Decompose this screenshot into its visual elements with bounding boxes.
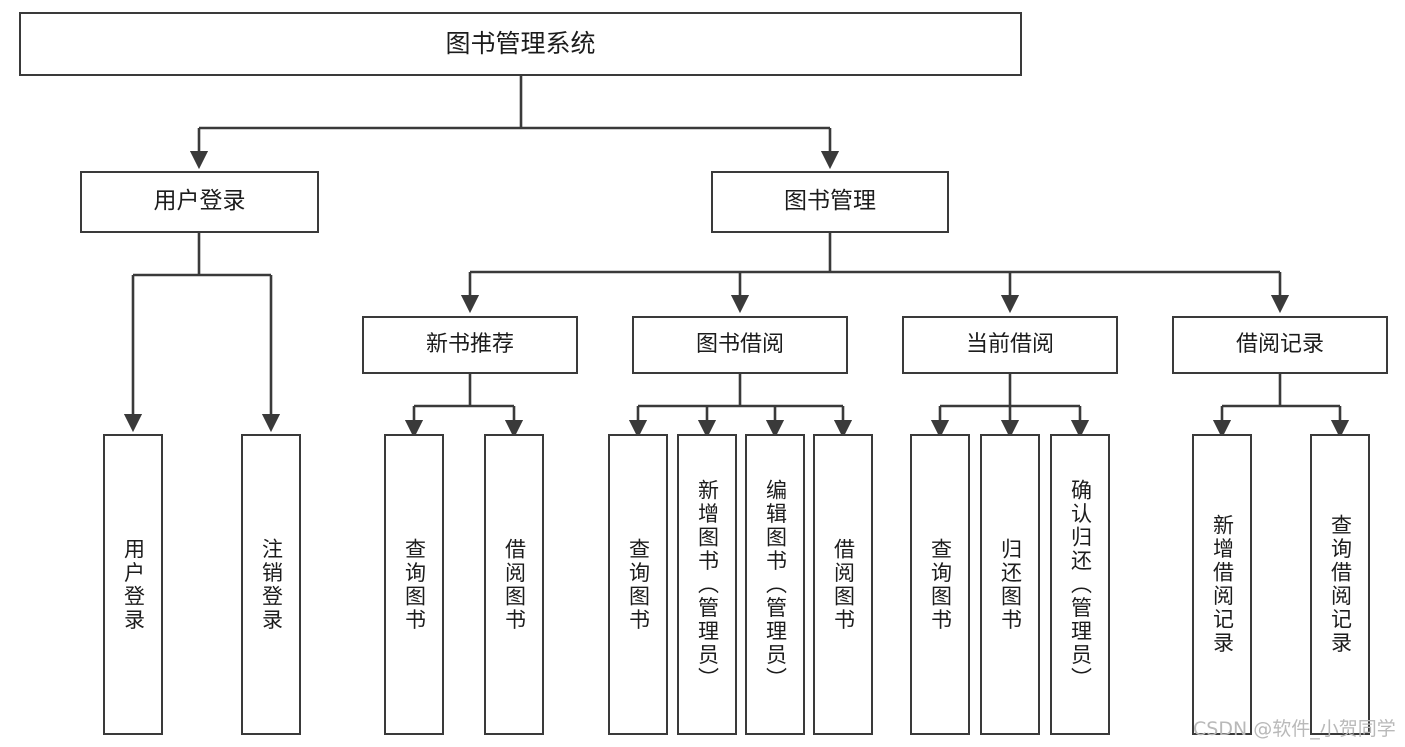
node-user-login[interactable]: 用户登录 [80,171,319,233]
node-current-borrow[interactable]: 当前借阅 [902,316,1118,374]
watermark-text: CSDN @软件_小贺同学 [1193,718,1396,740]
node-leaf-user-login[interactable]: 用户登录 [103,434,163,735]
node-book-borrow-label: 图书借阅 [695,332,784,358]
node-borrow-record[interactable]: 借阅记录 [1172,316,1388,374]
node-leaf-borrow-book-2-label: 借阅图书 [831,537,856,632]
node-user-login-label: 用户登录 [153,188,246,215]
node-root-label: 图书管理系统 [445,29,596,59]
node-leaf-query-book-2[interactable]: 查询图书 [608,434,668,735]
node-leaf-logout-label: 注销登录 [259,537,284,632]
node-leaf-query-book-2-label: 查询图书 [626,537,651,632]
node-leaf-query-record[interactable]: 查询借阅记录 [1310,434,1370,735]
node-leaf-add-record[interactable]: 新增借阅记录 [1192,434,1252,735]
node-new-book-recommend-label: 新书推荐 [425,332,514,358]
node-leaf-edit-book[interactable]: 编辑图书（管理员） [745,434,805,735]
node-leaf-confirm-return[interactable]: 确认归还（管理员） [1050,434,1110,735]
node-borrow-record-label: 借阅记录 [1235,332,1324,358]
node-leaf-query-book-1-label: 查询图书 [402,537,427,632]
node-leaf-query-book-1[interactable]: 查询图书 [384,434,444,735]
node-leaf-query-book-3[interactable]: 查询图书 [910,434,970,735]
node-leaf-confirm-return-label: 确认归还（管理员） [1068,478,1093,691]
node-book-management-label: 图书管理 [784,188,876,215]
node-leaf-borrow-book-1[interactable]: 借阅图书 [484,434,544,735]
node-current-borrow-label: 当前借阅 [965,332,1054,358]
node-leaf-logout[interactable]: 注销登录 [241,434,301,735]
node-leaf-query-record-label: 查询借阅记录 [1328,514,1353,655]
node-leaf-return-book-label: 归还图书 [998,537,1023,632]
node-leaf-user-login-label: 用户登录 [121,537,146,632]
node-leaf-query-book-3-label: 查询图书 [928,537,953,632]
node-leaf-return-book[interactable]: 归还图书 [980,434,1040,735]
node-leaf-borrow-book-1-label: 借阅图书 [502,537,527,632]
node-book-borrow[interactable]: 图书借阅 [632,316,848,374]
node-leaf-edit-book-label: 编辑图书（管理员） [763,478,788,691]
node-leaf-add-book-label: 新增图书（管理员） [695,478,720,691]
node-leaf-add-record-label: 新增借阅记录 [1210,514,1235,655]
node-root[interactable]: 图书管理系统 [19,12,1022,76]
node-new-book-recommend[interactable]: 新书推荐 [362,316,578,374]
node-leaf-add-book[interactable]: 新增图书（管理员） [677,434,737,735]
node-book-management[interactable]: 图书管理 [711,171,949,233]
node-leaf-borrow-book-2[interactable]: 借阅图书 [813,434,873,735]
